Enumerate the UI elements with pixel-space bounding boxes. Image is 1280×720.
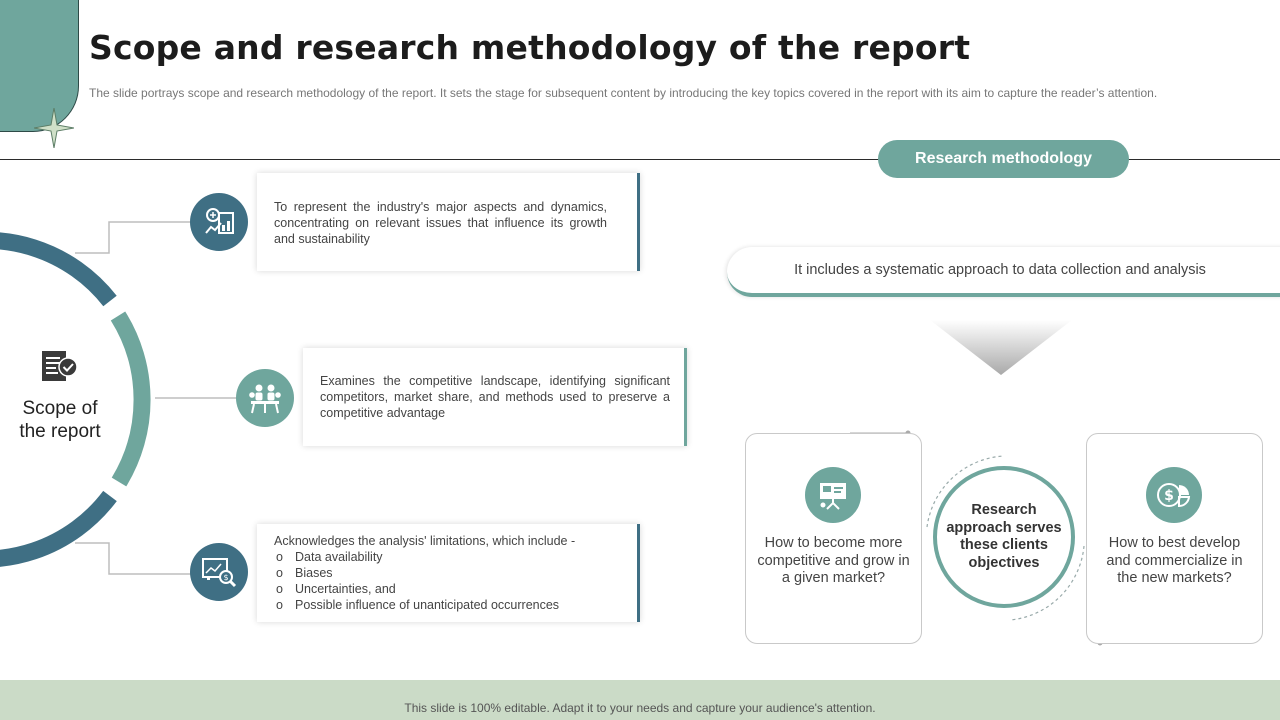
chart-magnifier-icon: $ [190,543,248,601]
research-approach-circle: Research approach serves these clients o… [933,466,1075,608]
question-text: How to best develop and commercialize in… [1106,535,1243,586]
dollar-pie-icon: $ [1146,467,1202,523]
research-methodology-pill: Research methodology [878,140,1129,178]
scope-ring [0,232,151,567]
sparkle-icon [34,108,74,148]
svg-text:$: $ [1164,488,1174,504]
growth-chart-icon [190,193,248,251]
scope-label-line-1: Scope of [22,398,98,419]
research-approach-text: Research approach serves these clients o… [946,502,1062,571]
question-text: How to become more competitive and grow … [757,535,910,586]
svg-text:$: $ [223,573,228,582]
scope-card-limitations: Acknowledges the analysis' limitations, … [257,524,640,622]
corner-tab-decoration [0,0,79,132]
scope-label-line-2: the report [19,421,101,442]
scope-of-report-label: Scope of the report [0,397,120,443]
methodology-banner-text: It includes a systematic approach to dat… [794,262,1206,278]
scope-connectors [75,221,237,575]
scope-card-industry-dynamics: To represent the industry's major aspect… [257,173,640,271]
document-check-icon [42,351,78,381]
page-title: Scope and research methodology of the re… [89,28,971,67]
scope-card-text: Examines the competitive landscape, iden… [320,374,670,420]
footer-bar: This slide is 100% editable. Adapt it to… [0,680,1280,720]
question-card-competitive: How to become more competitive and grow … [745,433,922,644]
scope-card-competitive-landscape: Examines the competitive landscape, iden… [303,348,687,446]
limitations-intro: Acknowledges the analysis' limitations, … [274,534,576,548]
funnel-arrow [930,320,1072,375]
footer-text: This slide is 100% editable. Adapt it to… [404,701,876,715]
scope-card-text: To represent the industry's major aspect… [274,200,607,246]
presentation-board-icon [805,467,861,523]
header-divider [0,159,1280,160]
question-card-new-markets: $ How to best develop and commercialize … [1086,433,1263,644]
team-presentation-icon [236,369,294,427]
methodology-banner: It includes a systematic approach to dat… [727,247,1280,297]
page-subtitle: The slide portrays scope and research me… [89,86,1158,100]
